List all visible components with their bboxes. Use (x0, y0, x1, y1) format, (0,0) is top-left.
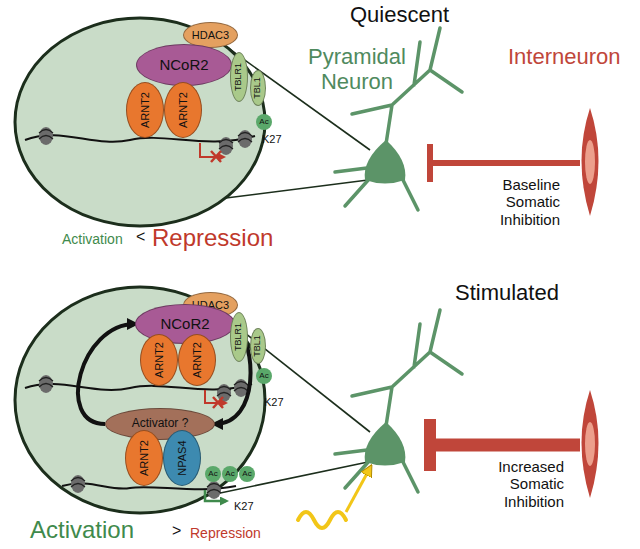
protein-name: NCoR2 (159, 57, 208, 74)
cycle-arrow (78, 324, 135, 424)
acetyl-mark: Ac (256, 114, 272, 130)
balance-label: Activation (30, 516, 134, 544)
protein-name: TBL1 (253, 335, 263, 357)
histone-mark: K27 (234, 500, 254, 513)
inhibition-bar (430, 144, 580, 471)
nucleus (15, 287, 265, 513)
protein-name: TBLR1 (234, 63, 244, 91)
protein-tblr1: TBLR1 (230, 312, 248, 362)
balance-sign: < (136, 228, 145, 246)
protein-arnt2: ARNT2 (178, 334, 216, 386)
protein-npas4: NPAS4 (163, 430, 201, 486)
balance-label: Repression (190, 525, 261, 541)
protein-name: ARNT2 (139, 92, 151, 128)
protein-name: TBLR1 (234, 323, 244, 351)
nucleus (15, 18, 265, 226)
stimulus (298, 468, 370, 528)
protein-arnt2: ARNT2 (164, 82, 202, 138)
protein-name: NPAS4 (176, 440, 188, 475)
histone-mark: K27 (264, 396, 284, 409)
panel-title: Stimulated (455, 280, 559, 305)
protein-name: ARNT2 (153, 342, 165, 378)
protein-name: ARNT2 (138, 440, 150, 476)
cell-label: Interneuron (508, 44, 621, 69)
protein-activator: Activator ? (105, 408, 215, 440)
protein-name: ARNT2 (177, 92, 189, 128)
protein-name: ARNT2 (191, 342, 203, 378)
acetyl-mark: Ac (239, 466, 255, 482)
histone-mark: K27 (262, 133, 282, 146)
acetyl-mark: Ac (205, 466, 221, 482)
protein-name: TBL1 (253, 77, 263, 99)
protein-tblr1: TBLR1 (230, 52, 248, 102)
protein-name: HDAC3 (192, 29, 229, 41)
acetyl-mark: Ac (256, 368, 272, 384)
inhibition-label: Baseline Somatic Inhibition (460, 176, 560, 228)
cell-label: Pyramidal Neuron (298, 44, 416, 95)
balance-sign: > (172, 522, 181, 540)
protein-arnt2: ARNT2 (126, 82, 164, 138)
protein-tbl1: TBL1 (250, 328, 266, 364)
protein-name: NCoR2 (160, 316, 209, 333)
inhibition-label: Increased Somatic Inhibition (468, 458, 564, 510)
protein-arnt2: ARNT2 (140, 334, 178, 386)
dna (25, 375, 252, 408)
balance-label: Activation (62, 231, 123, 247)
protein-ncor2: NCoR2 (136, 44, 232, 86)
acetyl-mark: Ac (222, 466, 238, 482)
protein-tbl1: TBL1 (250, 70, 266, 106)
protein-arnt2: ARNT2 (125, 430, 163, 486)
balance-label: Repression (152, 224, 273, 252)
protein-name: Activator ? (132, 417, 189, 430)
panel-title: Quiescent (350, 2, 449, 27)
